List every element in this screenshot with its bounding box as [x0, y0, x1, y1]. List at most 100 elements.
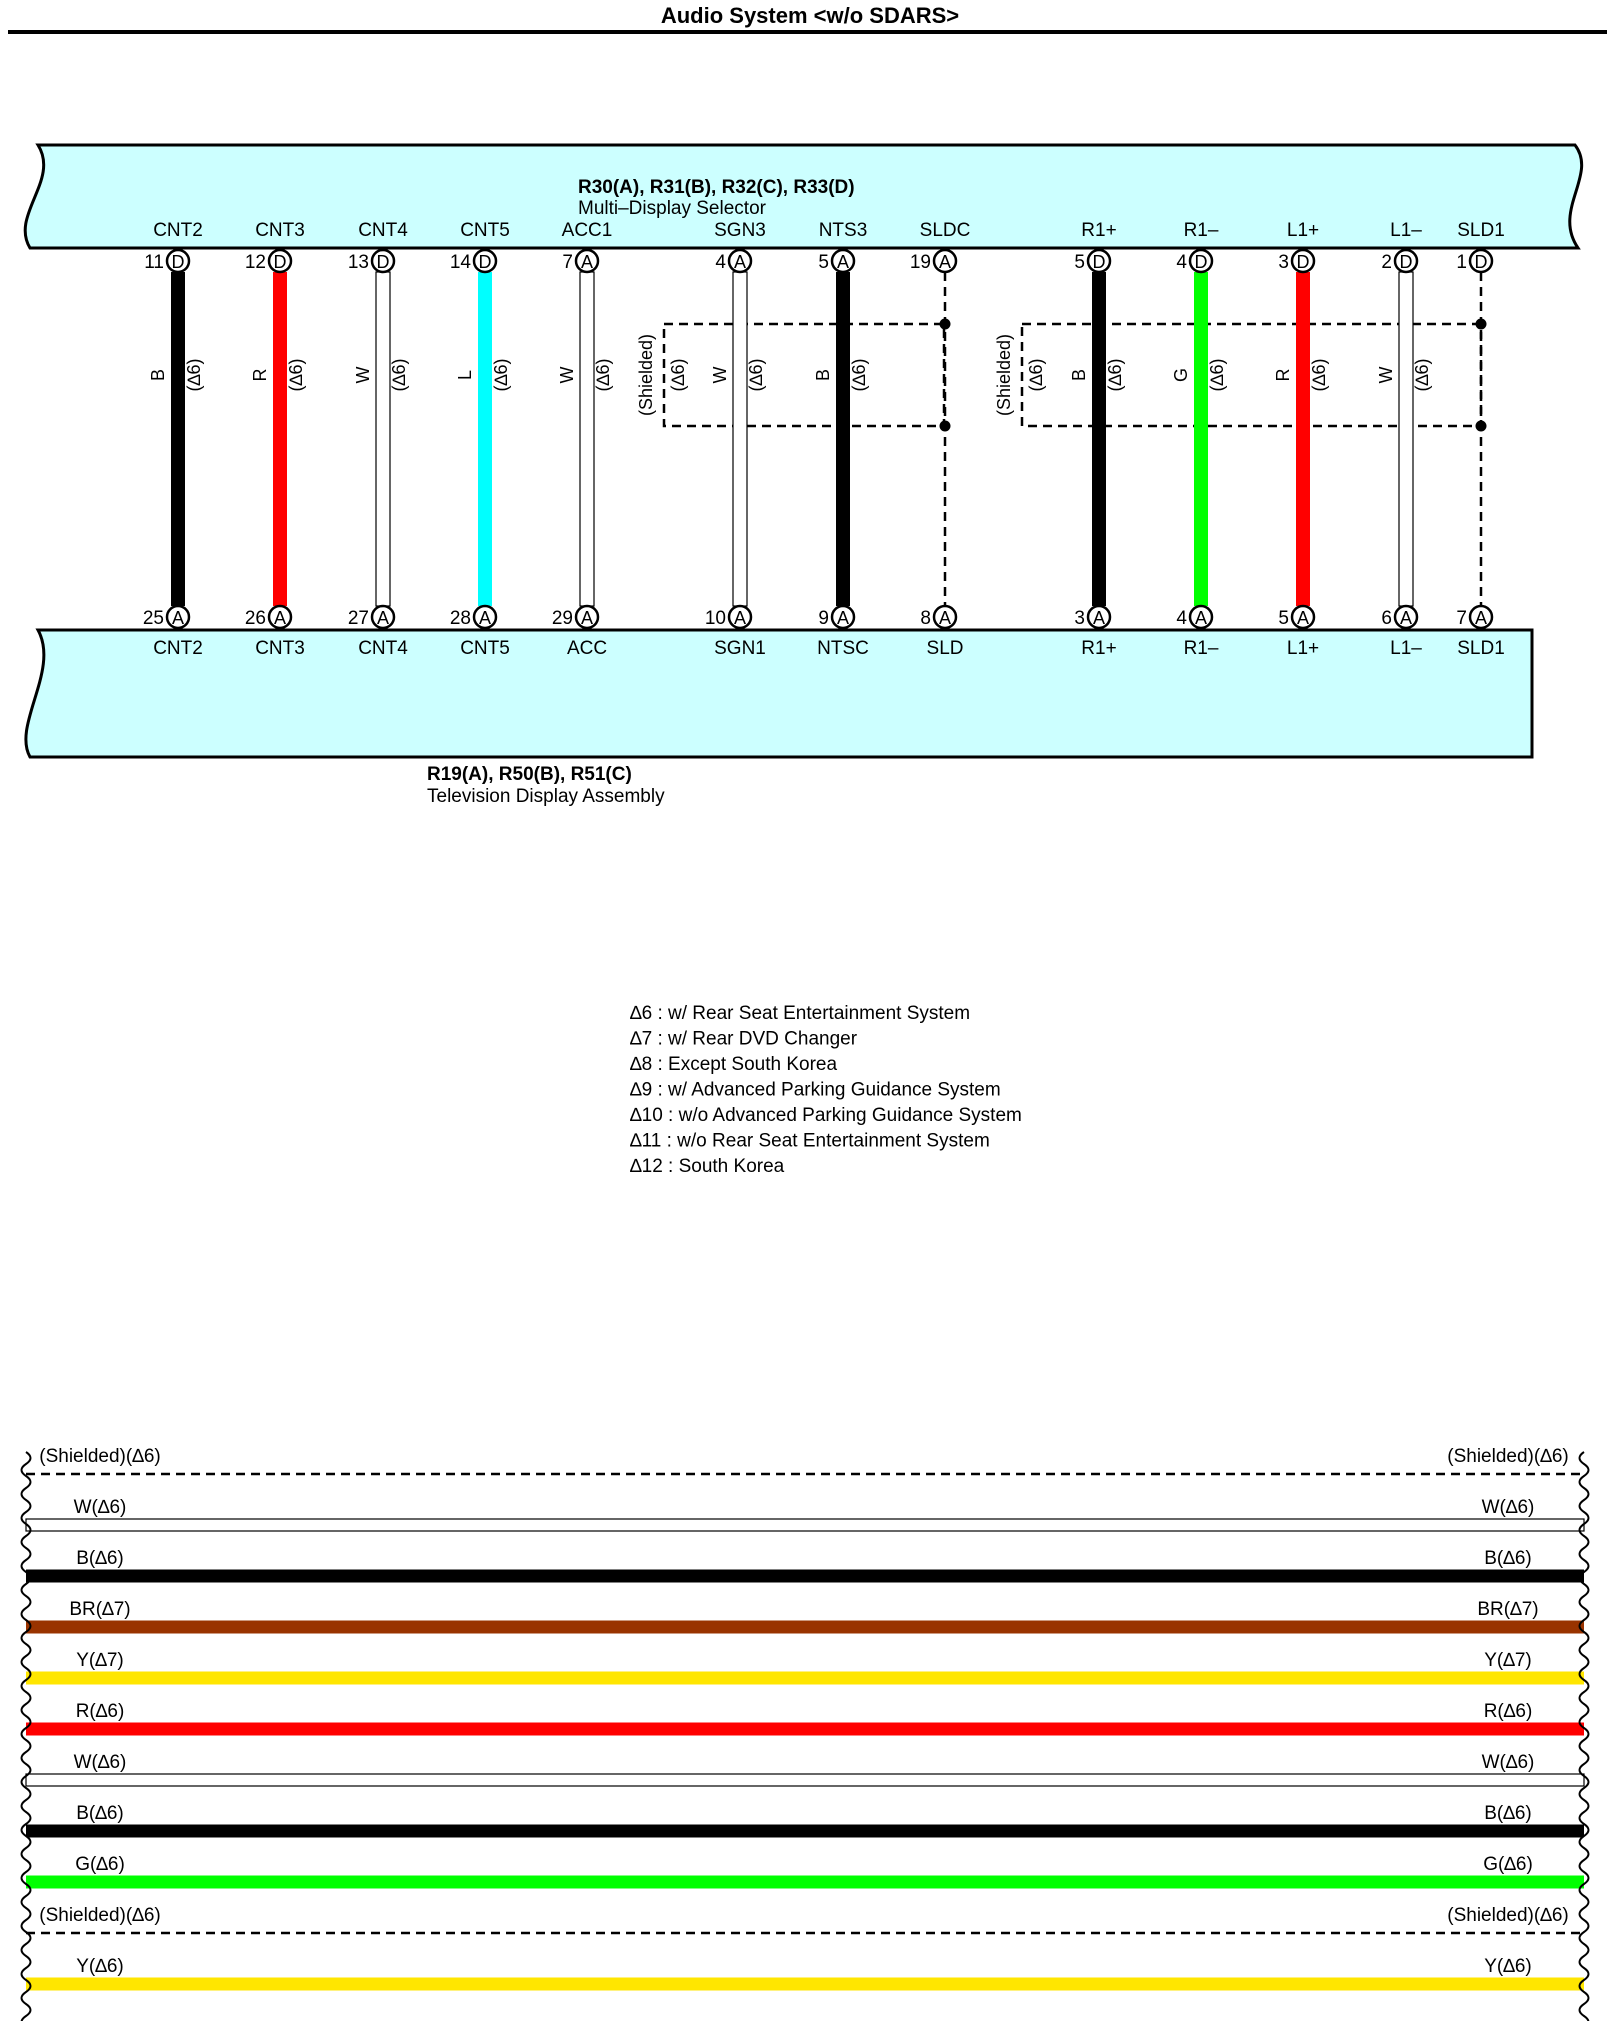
harness-label-right: Y(∆7) [1484, 1650, 1532, 1671]
top-connector-ids: R30(A), R31(B), R32(C), R33(D) [578, 177, 855, 198]
terminal [472, 248, 498, 274]
connector-letter: A [172, 608, 184, 628]
splice-point [1475, 318, 1487, 330]
shield-group-1 [662, 322, 946, 428]
splice-point [939, 420, 951, 432]
connector-letter: A [274, 608, 286, 628]
harness-label-left: W(∆6) [74, 1497, 127, 1518]
page-title: Audio System <w/o SDARS> [661, 3, 959, 28]
harness-wire-5: R(∆6) R(∆6) [26, 1701, 1584, 1736]
shield-group-1-label: (Shielded) [636, 334, 656, 416]
wire-option-note: (∆6) [1309, 358, 1329, 391]
terminal [1393, 604, 1419, 630]
harness-label-right: BR(∆7) [1477, 1599, 1538, 1620]
harness-label-left: W(∆6) [74, 1752, 127, 1773]
harness-wire-10: Y(∆6) Y(∆6) [26, 1956, 1584, 1991]
pin-name: SLDC [920, 220, 971, 241]
wire-option-note: (∆6) [389, 358, 409, 391]
wire-color-code: R [250, 369, 270, 382]
connector-letter: A [377, 608, 389, 628]
wire-line [579, 271, 595, 607]
harness-wire-7: B(∆6) B(∆6) [26, 1803, 1584, 1838]
wire-option-note: (∆6) [184, 358, 204, 391]
terminal [1468, 248, 1494, 274]
terminal [1188, 604, 1214, 630]
harness-label-right: G(∆6) [1483, 1854, 1533, 1875]
pin-number: 10 [705, 608, 726, 629]
harness-line [25, 1773, 1585, 1787]
pin-number: 3 [1278, 252, 1289, 273]
pin-number: 13 [348, 252, 369, 273]
wire-option-note: (∆6) [491, 358, 511, 391]
pin-number: 2 [1381, 252, 1392, 273]
connector-letter: A [734, 608, 746, 628]
harness-label-right: R(∆6) [1484, 1701, 1533, 1722]
connector-letter: D [1475, 252, 1488, 272]
harness-label-left: R(∆6) [76, 1701, 125, 1722]
pin-name: CNT2 [153, 220, 203, 241]
connector-letter: A [1475, 608, 1487, 628]
pin-number: 29 [552, 608, 573, 629]
pin-name: ACC1 [562, 220, 613, 241]
wire-color-code: B [1069, 369, 1089, 381]
terminal [165, 604, 191, 630]
harness-break-left [20, 1451, 32, 2021]
pin-name: CNT5 [460, 220, 510, 241]
pin-name: SLD1 [1457, 220, 1505, 241]
wire-option-note: (∆6) [1412, 358, 1432, 391]
connector-letter: A [1195, 608, 1207, 628]
pin-number: 28 [450, 608, 471, 629]
terminal [727, 248, 753, 274]
pin-name: CNT5 [460, 638, 510, 659]
connector-letter: D [1297, 252, 1310, 272]
pin-number: 1 [1456, 252, 1467, 273]
note-item: ∆7 : w/ Rear DVD Changer [630, 1029, 858, 1050]
harness-label-left: BR(∆7) [69, 1599, 130, 1620]
wire-color-code: B [148, 369, 168, 381]
shield-group-1-note: (∆6) [668, 358, 688, 391]
pin-name: L1– [1390, 220, 1422, 241]
terminal [1086, 248, 1112, 274]
harness-wire-8: G(∆6)G(∆6) [26, 1854, 1584, 1889]
pin-name: R1– [1184, 220, 1219, 241]
harness-label-left: B(∆6) [76, 1803, 124, 1824]
wire-option-note: (∆6) [286, 358, 306, 391]
wire-option-note: (∆6) [1105, 358, 1125, 391]
pin-name: R1+ [1081, 638, 1116, 659]
harness-wire-1: W(∆6)W(∆6) [25, 1497, 1585, 1532]
wire-option-note: (∆6) [1207, 358, 1227, 391]
wire-color-code: W [557, 367, 577, 384]
pin-number: 5 [1074, 252, 1085, 273]
wire-line [375, 271, 391, 607]
harness-label-right: B(∆6) [1484, 1803, 1532, 1824]
pin-name: SLD [927, 638, 964, 659]
pin-number: 12 [245, 252, 266, 273]
harness-wire-6: W(∆6)W(∆6) [25, 1752, 1585, 1787]
connector-letter: A [581, 608, 593, 628]
shield-group-2 [1020, 322, 1483, 428]
wire-color-code: W [353, 367, 373, 384]
terminal [932, 248, 958, 274]
note-item: ∆9 : w/ Advanced Parking Guidance System [630, 1080, 1001, 1101]
terminal [574, 248, 600, 274]
pin-name: R1– [1184, 638, 1219, 659]
wire-option-note: (∆6) [746, 358, 766, 391]
terminal [830, 604, 856, 630]
connector-letter: A [479, 608, 491, 628]
harness-label-right: Y(∆6) [1484, 1956, 1532, 1977]
harness-label-left: Y(∆6) [76, 1956, 124, 1977]
connector-letter: A [1093, 608, 1105, 628]
harness-wire-4: Y(∆7)Y(∆7) [26, 1650, 1584, 1685]
pin-number: 14 [450, 252, 472, 273]
pin-name: CNT3 [255, 220, 305, 241]
note-item: ∆11 : w/o Rear Seat Entertainment System [630, 1131, 990, 1152]
pin-name: CNT4 [358, 220, 408, 241]
connector-letter: A [837, 608, 849, 628]
